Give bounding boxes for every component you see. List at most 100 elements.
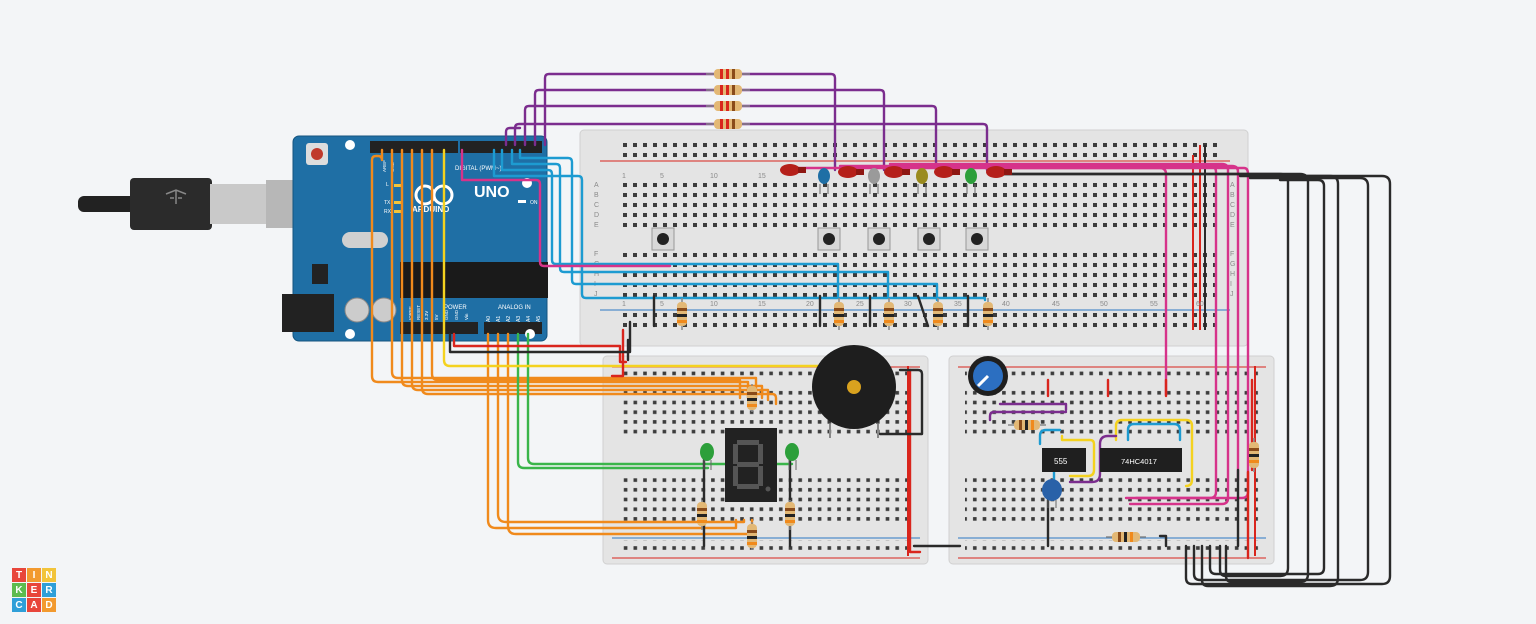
svg-text:A5: A5	[536, 316, 542, 322]
row-label: E	[594, 222, 599, 229]
row-label: B	[594, 192, 599, 199]
digital-header-label: DIGITAL (PWM~)	[455, 166, 502, 172]
capacitor[interactable]	[1042, 479, 1062, 508]
power-header	[400, 322, 478, 334]
row-label: G	[1230, 261, 1235, 268]
led-green-left[interactable]	[700, 443, 714, 470]
led-red	[884, 166, 910, 178]
logo-letter: I	[27, 568, 41, 582]
atmega-chip	[400, 262, 548, 298]
board-brand: ARDUINO	[412, 205, 449, 214]
on-label: ON	[530, 200, 538, 206]
logo-letter: R	[42, 583, 56, 597]
resistor	[785, 500, 795, 530]
resistor	[706, 119, 750, 129]
logo-letter: C	[12, 598, 26, 612]
row-label: J	[594, 291, 598, 298]
col-label: 25	[856, 301, 864, 308]
row-label: A	[1230, 182, 1235, 189]
power-pin-labels: IOREF RESET 3.3V 5V GND GND Vin	[408, 305, 469, 320]
logo-letter: E	[27, 583, 41, 597]
col-label: 35	[954, 301, 962, 308]
led-green-right[interactable]	[785, 443, 799, 470]
col-label: 5	[660, 173, 664, 180]
led-red	[986, 166, 1012, 178]
pushbutton	[817, 227, 841, 251]
col-label: 50	[1100, 301, 1108, 308]
tx-label: TX	[384, 200, 391, 206]
col-label: 30	[904, 301, 912, 308]
l-label: L	[386, 182, 389, 188]
digital-header-right	[460, 141, 542, 153]
row-label: B	[1230, 192, 1235, 199]
svg-text:A0: A0	[486, 316, 492, 322]
row-label: C	[1230, 202, 1235, 209]
led-blue	[818, 168, 830, 194]
analog-label: ANALOG IN	[498, 305, 531, 311]
resistor	[706, 101, 750, 111]
ic-555[interactable]: 555	[1042, 448, 1086, 472]
dc-jack	[282, 294, 334, 332]
row-label: D	[1230, 212, 1235, 219]
resistor	[706, 85, 750, 95]
col-label: 10	[710, 173, 718, 180]
svg-text:GND: GND	[454, 309, 459, 320]
row-label: D	[594, 212, 599, 219]
col-label: 45	[1052, 301, 1060, 308]
resistor	[697, 500, 707, 530]
col-label: 15	[758, 301, 766, 308]
led-white	[868, 168, 880, 194]
resistor	[747, 384, 757, 412]
seven-segment-display[interactable]	[725, 428, 777, 502]
col-label: 1	[622, 173, 626, 180]
tinkercad-logo[interactable]: T I N K E R C A D	[12, 568, 56, 612]
col-label: 1	[622, 301, 626, 308]
led-row[interactable]	[780, 164, 1012, 194]
resistors[interactable]	[677, 69, 1259, 550]
pushbutton	[651, 227, 675, 251]
col-label: 55	[1150, 301, 1158, 308]
ic-74hc4017[interactable]: 74HC4017	[1100, 448, 1182, 472]
logo-letter: A	[27, 598, 41, 612]
resistor	[1106, 532, 1146, 542]
led-red	[934, 166, 960, 178]
breadboard-top[interactable]	[579, 129, 1249, 347]
led-red	[838, 166, 864, 178]
potentiometer[interactable]	[968, 356, 1008, 396]
logo-letter: N	[42, 568, 56, 582]
row-label: A	[594, 182, 599, 189]
piezo-buzzer[interactable]	[812, 345, 896, 438]
resistor	[1249, 438, 1259, 472]
pushbuttons[interactable]	[651, 227, 989, 251]
row-label: H	[1230, 271, 1235, 278]
row-label: J	[1230, 291, 1234, 298]
led-red	[780, 164, 806, 176]
usb-cable[interactable]	[78, 178, 294, 230]
row-label: I	[1230, 281, 1232, 288]
led-green	[965, 168, 977, 194]
resistor	[834, 298, 844, 330]
svg-text:GND: GND	[444, 309, 449, 320]
col-label: 40	[1002, 301, 1010, 308]
row-label: H	[594, 271, 599, 278]
row-label: F	[1230, 251, 1234, 258]
resistor	[677, 298, 687, 330]
resistor	[884, 298, 894, 330]
arduino-uno[interactable]: UNO ARDUINO DIGITAL (PWM~) POWER ANALOG …	[282, 135, 548, 342]
resistor	[706, 69, 750, 79]
board-model: UNO	[474, 184, 510, 201]
ic-555-label: 555	[1054, 457, 1068, 466]
row-label: E	[1230, 222, 1235, 229]
pushbutton	[965, 227, 989, 251]
svg-text:RESET: RESET	[416, 305, 421, 320]
rx-label: RX	[384, 209, 392, 215]
col-label: 60	[1196, 301, 1204, 308]
col-label: 10	[710, 301, 718, 308]
svg-text:3.3V: 3.3V	[424, 311, 429, 320]
svg-text:Vin: Vin	[464, 313, 469, 320]
logo-letter: D	[42, 598, 56, 612]
resistor	[933, 298, 943, 330]
row-label: F	[594, 251, 598, 258]
power-label: POWER	[444, 305, 467, 311]
